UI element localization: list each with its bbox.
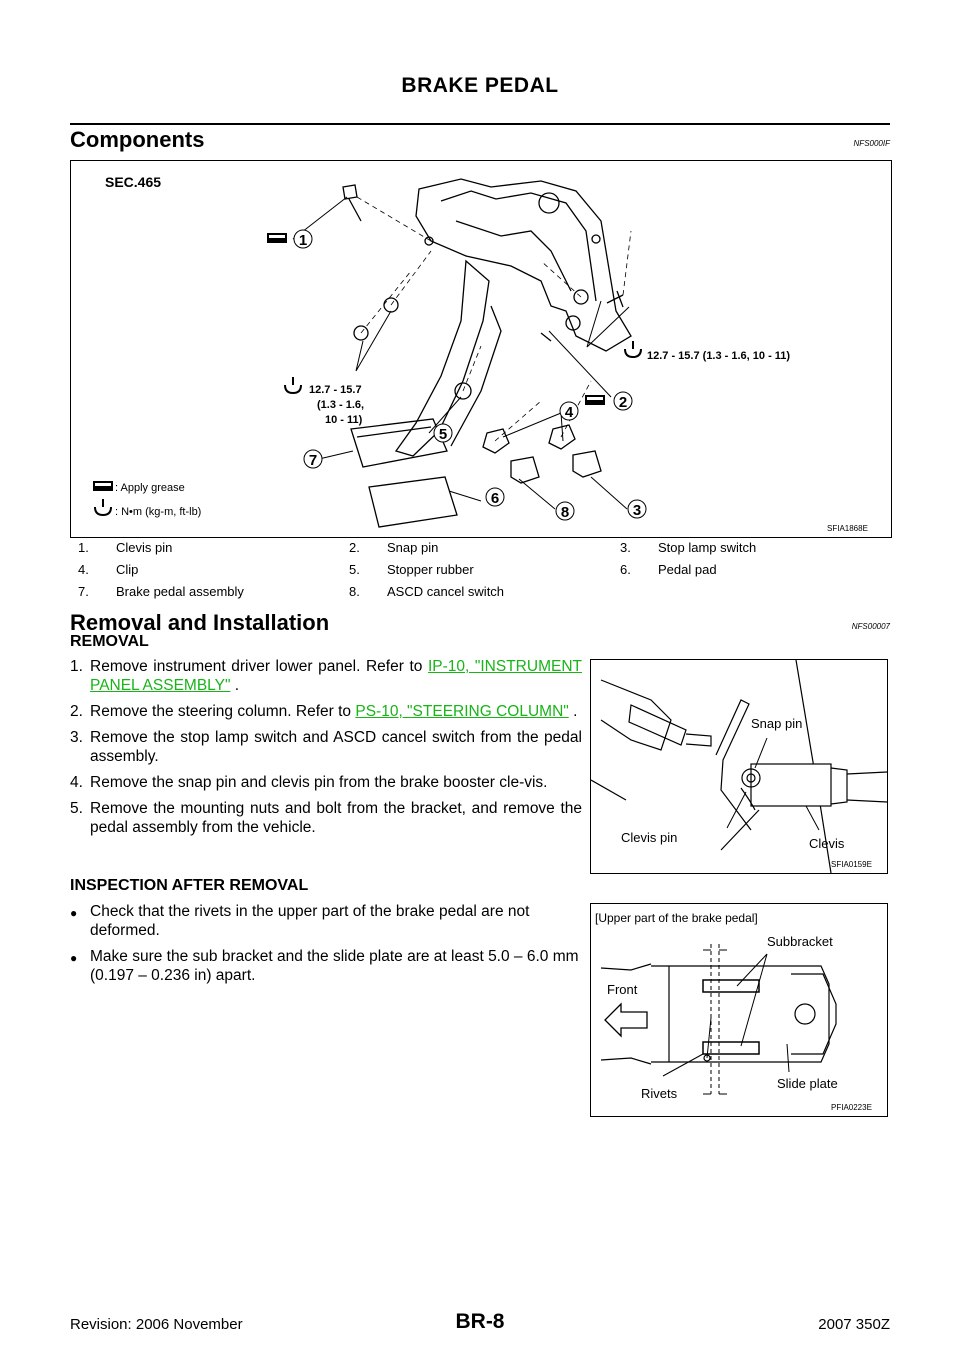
upper-pedal-figure: [Upper part of the brake pedal] Subbrack…	[590, 903, 888, 1117]
part-num: 6.	[620, 562, 631, 577]
part-name: Snap pin	[387, 540, 439, 555]
part-num: 8.	[349, 584, 360, 599]
step-5: 5. Remove the mounting nuts and bolt fro…	[70, 799, 582, 837]
step-1-post: .	[230, 677, 240, 694]
part-num: 2.	[349, 540, 360, 555]
brake-pedal-exploded-diagram: SEC.465	[93, 174, 868, 533]
step-number: 2.	[70, 703, 83, 720]
part-num	[612, 582, 650, 604]
bullet-item: ● Check that the rivets in the upper par…	[70, 902, 582, 940]
step-2-post: .	[568, 703, 578, 720]
part-num: 3.	[620, 540, 631, 555]
removal-steps: 1. Remove instrument driver lower panel.…	[70, 657, 582, 844]
label-subbracket: Subbracket	[767, 934, 833, 949]
step-4: 4. Remove the snap pin and clevis pin fr…	[70, 773, 582, 792]
step-1: 1. Remove instrument driver lower panel.…	[70, 657, 582, 695]
part-name: ASCD cancel switch	[387, 584, 505, 599]
step-text: Remove the stop lamp switch and ASCD can…	[90, 729, 582, 765]
legend-torque-icon	[94, 499, 112, 517]
label-clevis: Clevis	[809, 836, 845, 851]
callout-7: 7	[309, 452, 317, 469]
snap-pin-figure: Snap pin Clevis pin Clevis SFIA0159E	[590, 659, 888, 874]
legend-grease-icon	[93, 481, 113, 491]
step-text: Remove the snap pin and clevis pin from …	[90, 774, 548, 791]
torque-right: 12.7 - 15.7 (1.3 - 1.6, 10 - 11)	[647, 350, 790, 362]
figure3-caption: [Upper part of the brake pedal]	[595, 911, 758, 925]
step-text: Remove instrument driver lower panel. Re…	[90, 657, 582, 695]
part-num: 4.	[78, 562, 89, 577]
removal-heading: REMOVAL	[70, 633, 149, 650]
step-number: 1.	[70, 658, 83, 675]
label-clevis-pin: Clevis pin	[621, 830, 677, 845]
part-name: Stopper rubber	[387, 562, 474, 577]
part-num: 5.	[349, 562, 360, 577]
step-3: 3. Remove the stop lamp switch and ASCD …	[70, 728, 582, 766]
parts-row: 4. Clip 5. Stopper rubber 6. Pedal pad	[70, 560, 890, 582]
step-text: Remove the mounting nuts and bolt from t…	[90, 800, 582, 836]
snap-pin-diagram: Snap pin Clevis pin Clevis SFIA0159E	[590, 659, 888, 874]
part-num: 7.	[78, 584, 89, 599]
callout-1: 1	[299, 232, 307, 249]
part-name: Pedal pad	[658, 562, 717, 577]
callout-8: 8	[561, 504, 569, 521]
callout-6: 6	[491, 490, 499, 507]
legend-grease: : Apply grease	[115, 482, 185, 494]
step-1-text: Remove instrument driver lower panel. Re…	[90, 658, 428, 675]
page-header-title: BRAKE PEDAL	[401, 74, 559, 97]
footer-page-number: BR-8	[455, 1310, 505, 1333]
bullet-text: Check that the rivets in the upper part …	[90, 903, 530, 939]
step-2: 2. Remove the steering column. Refer to …	[70, 702, 582, 721]
bullet-dot: ●	[70, 951, 78, 965]
parts-list: 1. Clevis pin 2. Snap pin 3. Stop lamp s…	[70, 538, 890, 604]
torque-left-3: 10 - 11)	[325, 414, 363, 426]
part-name: Clip	[116, 562, 139, 577]
legend-torque: : N•m (kg-m, ft-lb)	[115, 506, 201, 518]
figure2-id: SFIA0159E	[831, 860, 872, 869]
part-num: 1.	[78, 540, 89, 555]
torque-left-2: (1.3 - 1.6,	[317, 399, 364, 411]
removal-installation-code: NFS00007	[851, 622, 890, 631]
label-front: Front	[607, 982, 638, 997]
parts-row: 7. Brake pedal assembly 8. ASCD cancel s…	[70, 582, 890, 604]
label-snap-pin: Snap pin	[751, 716, 802, 731]
step-text: Remove the steering column. Refer to PS-…	[90, 702, 582, 721]
components-heading: Components	[70, 127, 205, 152]
bullet-dot: ●	[70, 906, 78, 920]
step-number: 5.	[70, 800, 83, 817]
components-code: NFS000IF	[853, 139, 890, 148]
bullet-text: Make sure the sub bracket and the slide …	[90, 948, 579, 984]
front-arrow-icon	[604, 1002, 648, 1038]
callout-3: 3	[633, 502, 641, 519]
footer-model: 2007 350Z	[818, 1316, 890, 1333]
inspection-heading: INSPECTION AFTER REMOVAL	[70, 877, 309, 894]
inspection-bullets: ● Check that the rivets in the upper par…	[70, 902, 582, 992]
parts-row: 1. Clevis pin 2. Snap pin 3. Stop lamp s…	[70, 538, 890, 560]
callout-4: 4	[565, 404, 574, 421]
step-number: 4.	[70, 774, 83, 791]
grease-icon	[267, 233, 287, 243]
label-slide-plate: Slide plate	[777, 1076, 838, 1091]
link-ps-10[interactable]: PS-10, "STEERING COLUMN"	[355, 703, 569, 720]
link-ip-10[interactable]: IP-10, "INSTRUMENT PANEL ASSEMBLY"	[90, 658, 582, 694]
callout-2: 2	[619, 394, 627, 411]
part-name: Brake pedal assembly	[116, 584, 244, 599]
bullet-item: ● Make sure the sub bracket and the slid…	[70, 947, 582, 985]
step-number: 3.	[70, 729, 83, 746]
sec-label: SEC.465	[105, 174, 161, 190]
figure-id: SFIA1868E	[827, 524, 868, 533]
part-name: Stop lamp switch	[658, 540, 757, 555]
removal-installation-heading: Removal and Installation	[70, 610, 330, 635]
part-name	[650, 582, 890, 604]
label-rivets: Rivets	[641, 1086, 678, 1101]
upper-pedal-diagram: [Upper part of the brake pedal] Subbrack…	[595, 911, 872, 1112]
step-2-text: Remove the steering column. Refer to	[90, 703, 356, 720]
components-figure: SEC.465	[70, 160, 892, 538]
torque-left-1: 12.7 - 15.7	[309, 384, 362, 396]
part-name: Clevis pin	[116, 540, 173, 555]
footer-revision: Revision: 2006 November	[70, 1316, 243, 1333]
figure3-id: PFIA0223E	[831, 1103, 872, 1112]
header-rule	[70, 123, 890, 125]
callout-5: 5	[439, 426, 447, 443]
